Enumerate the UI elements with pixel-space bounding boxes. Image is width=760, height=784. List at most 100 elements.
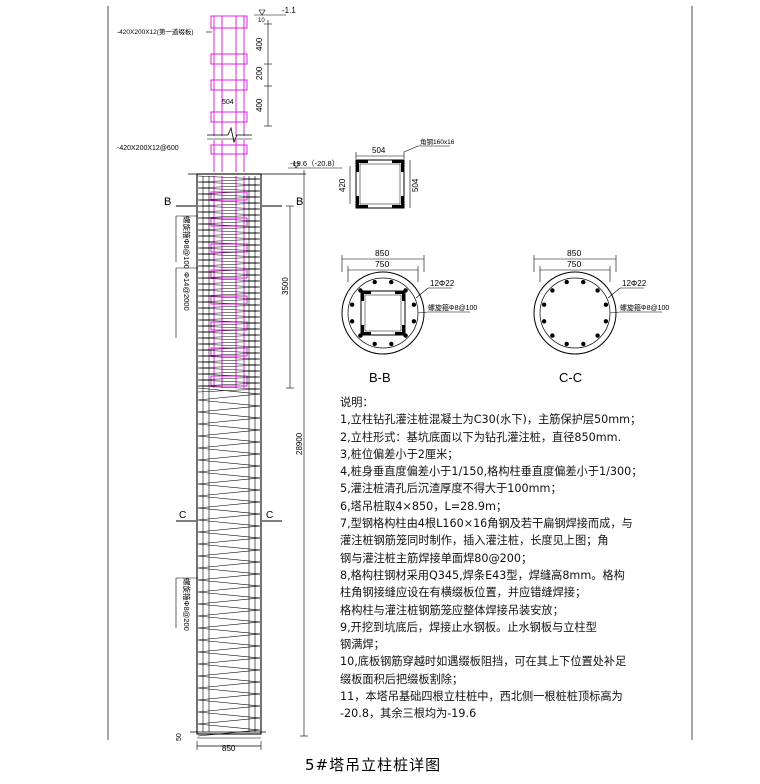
spiral-segment [197, 349, 261, 354]
spiral-segment [197, 328, 261, 333]
rebar-dot [595, 333, 600, 338]
bb-dim-750: 750 [375, 259, 389, 269]
cc-rebar: 12Φ22 [622, 279, 647, 288]
spiral-segment [197, 399, 261, 407]
spiral-segment [197, 313, 261, 318]
rebar-dot [564, 341, 569, 347]
spiral-segment [197, 280, 261, 285]
spiral-segment [197, 316, 261, 321]
note-line: 钢满焊； [340, 638, 385, 652]
spiral-segment [197, 387, 261, 395]
spiral-segment [197, 435, 261, 443]
spiral-segment [197, 220, 261, 225]
dim-50: 50 [176, 733, 183, 741]
spiral-stirrup-dense [197, 175, 261, 393]
rebar-dot [603, 302, 609, 307]
bb-stirrup: 螺旋箍Φ8@100 [428, 303, 477, 312]
spiral-segment [197, 211, 261, 216]
spiral-segment [197, 190, 261, 195]
spiral-segment [197, 334, 261, 339]
spiral-segment [197, 729, 261, 737]
rebar-dot [389, 279, 394, 285]
spiral-segment [197, 370, 261, 375]
steel-dim-left: 420 [338, 178, 347, 192]
spiral-segment [197, 405, 261, 413]
note-line: 11，本塔吊基础四根立柱桩中，西北侧一根桩桩顶标高为 [340, 690, 623, 704]
note-spiral-100: 螺旋箍Φ8@100 [182, 216, 192, 269]
spiral-segment [197, 543, 261, 551]
rebar-dot [411, 319, 417, 324]
spiral-segment [197, 388, 261, 393]
spiral-segment [197, 417, 261, 425]
spiral-stirrup-sparse [197, 387, 261, 737]
note-line: 灌注桩钢筋笼同时制作，插入灌注桩，长度见上图；角 [340, 534, 609, 548]
plate-label-2: -420X200X12@600 [117, 145, 179, 152]
spiral-segment [197, 340, 261, 345]
note-line: 6,塔吊桩取4×850，L=28.9m； [340, 499, 508, 513]
spiral-segment [197, 615, 261, 623]
spiral-segment [197, 307, 261, 312]
spiral-segment [197, 531, 261, 539]
notes-heading: 说明： [340, 396, 374, 409]
steel-angle-label: 角钢160x16 [420, 137, 455, 146]
spiral-segment [197, 277, 261, 282]
steel-column-section: 504 420 504 角钢160x16 [338, 137, 455, 209]
spiral-segment [197, 525, 261, 533]
elevation-pile-top: -19.6（-20.8） [290, 159, 339, 168]
spiral-segment [197, 208, 261, 213]
rebar-dot [541, 319, 547, 324]
spiral-segment [197, 385, 261, 390]
spiral-segment [197, 292, 261, 297]
drawing-title: 5#塔吊立柱桩详图 [305, 756, 442, 774]
rebar-dot [581, 341, 586, 347]
pile-elevation: 850 50 -1.1 400 200 400 10 504 -420X200X… [117, 6, 342, 753]
section-mark-c-right: C [266, 510, 273, 521]
spiral-segment [197, 310, 261, 315]
spiral-segment [197, 319, 261, 324]
note-line: 8,格构柱钢材采用Q345,焊条E43型，焊缝高8mm。格构 [340, 568, 625, 582]
rebar-dot [550, 333, 555, 338]
cc-dim-750: 750 [567, 259, 581, 269]
spiral-segment [197, 633, 261, 641]
spiral-segment [197, 253, 261, 258]
spiral-segment [197, 181, 261, 186]
spiral-segment [197, 705, 261, 713]
spiral-segment [197, 217, 261, 222]
spiral-segment [197, 322, 261, 327]
spiral-segment [197, 483, 261, 491]
spiral-segment [197, 687, 261, 695]
spiral-segment [197, 187, 261, 192]
spiral-segment [197, 373, 261, 378]
dim-small-top: 10 [258, 18, 265, 24]
spiral-segment [197, 259, 261, 264]
rebar-dot [603, 319, 609, 324]
spiral-segment [197, 274, 261, 279]
note-line: 1,立柱钻孔灌注桩混凝土为C30(水下)，主筋保护层50mm； [340, 413, 642, 427]
spiral-segment [197, 361, 261, 366]
spiral-segment [197, 331, 261, 336]
design-notes: 说明： 1,立柱钻孔灌注桩混凝土为C30(水下)，主筋保护层50mm； 2,立柱… [340, 394, 740, 723]
spiral-segment [197, 286, 261, 291]
spiral-segment [197, 567, 261, 575]
spiral-segment [197, 325, 261, 330]
section-b-b: 850 750 12Φ22 螺旋箍Φ8@100 B-B [341, 248, 477, 385]
spiral-segment [197, 355, 261, 360]
spiral-segment [197, 238, 261, 243]
spiral-segment [197, 304, 261, 309]
note-line: 7,型钢格构柱由4根L160×16角钢及若干扁钢焊接而成，与 [340, 517, 633, 531]
note-spiral-200: 螺旋箍Φ8@200 [182, 578, 192, 631]
note-line: 9,开挖到坑底后，焊接止水钢板。止水钢板与立柱型 [340, 620, 597, 634]
spiral-segment [197, 382, 261, 387]
rebar-dot [581, 279, 586, 285]
spiral-segment [197, 205, 261, 210]
dim-504: 504 [222, 99, 234, 106]
spiral-segment [197, 591, 261, 599]
dim-400-a: 400 [255, 37, 264, 51]
spiral-segment [197, 693, 261, 701]
spiral-segment [197, 337, 261, 342]
spiral-segment [197, 657, 261, 665]
plate-label-1: -420X200X12(第一道缀板) [117, 27, 194, 36]
spiral-segment [197, 603, 261, 611]
spiral-segment [197, 379, 261, 384]
spiral-segment [197, 265, 261, 270]
